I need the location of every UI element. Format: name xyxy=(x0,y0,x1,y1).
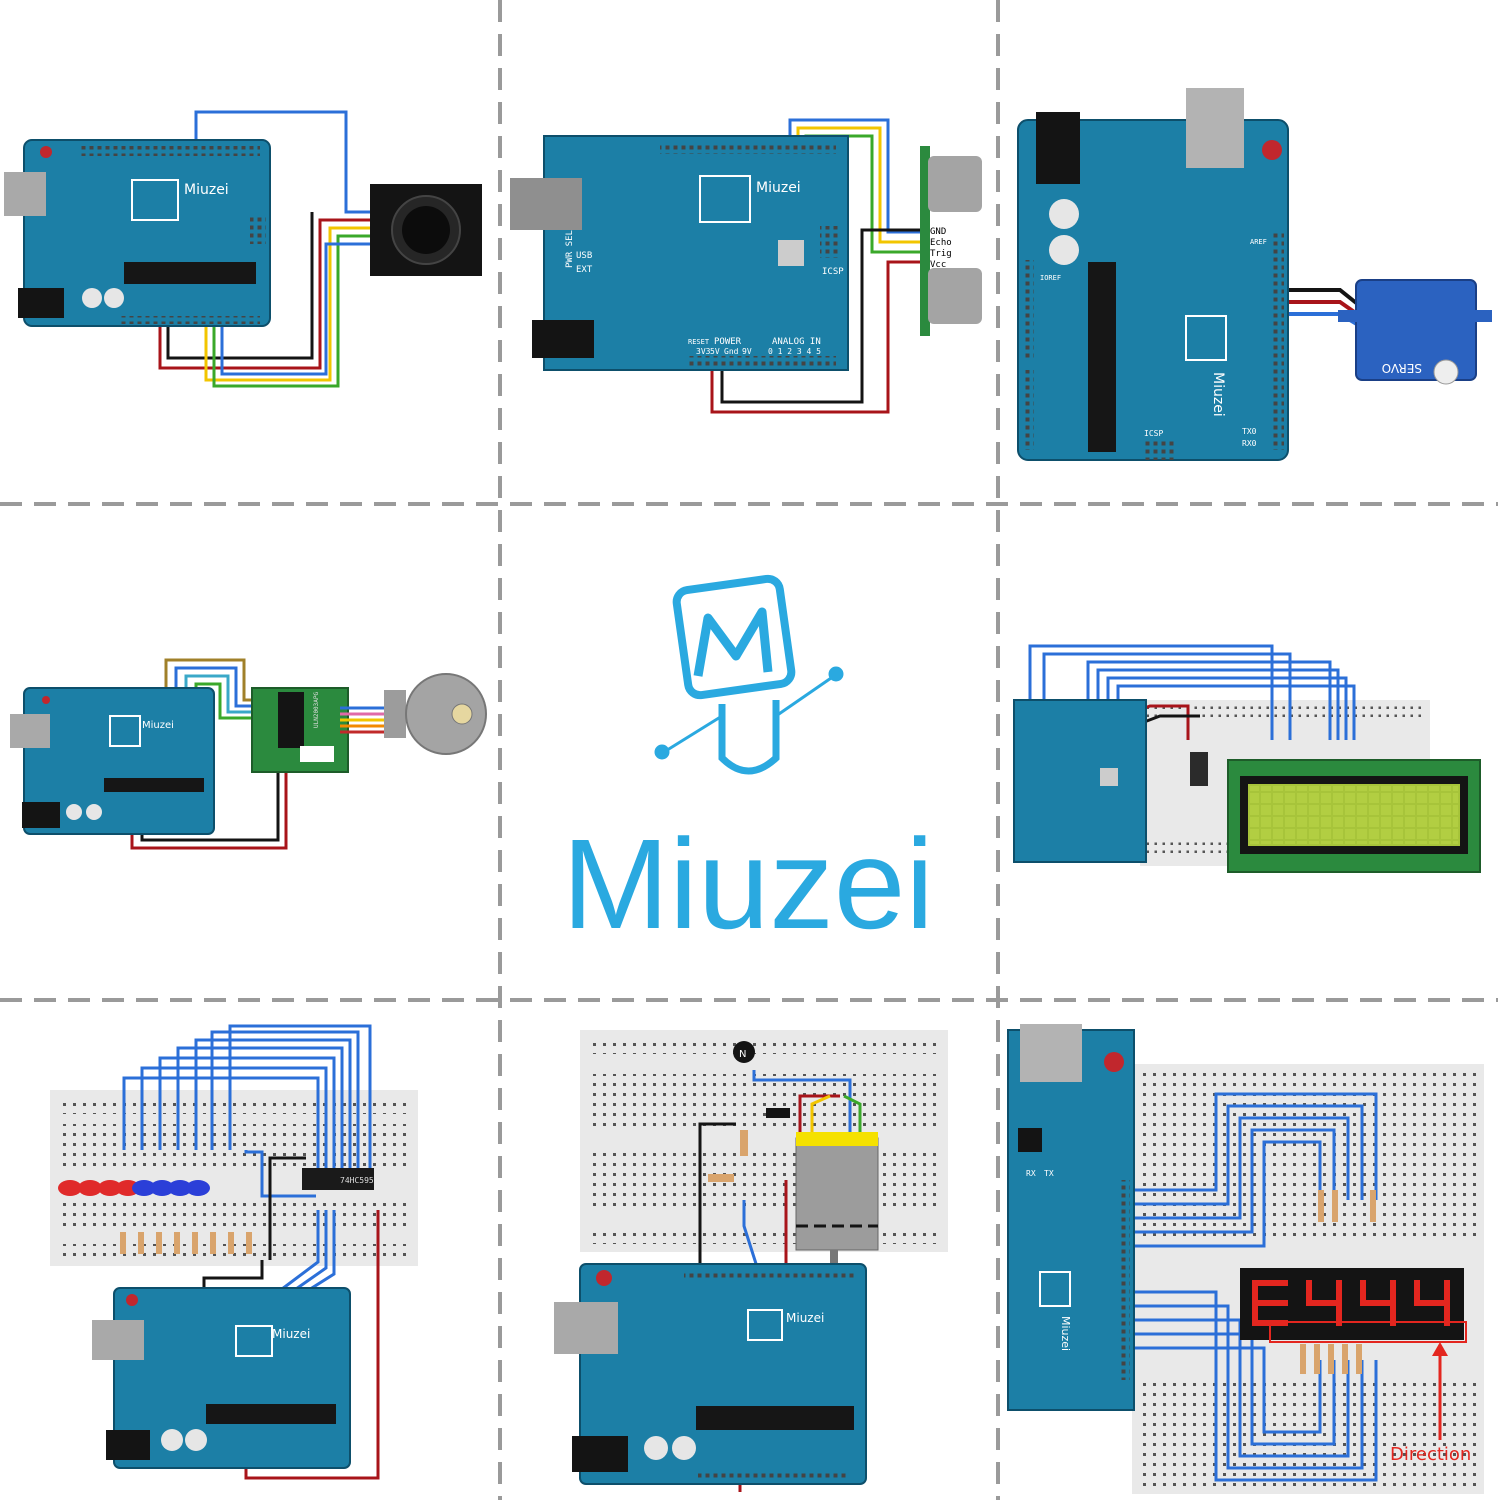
analog-pins-label: 0 1 2 3 4 5 xyxy=(768,347,821,356)
chip-label: 74HC595 xyxy=(340,1176,374,1185)
pin-5v-label: 5V xyxy=(710,347,720,356)
power-jack xyxy=(572,1436,628,1472)
reset-button xyxy=(1262,140,1282,160)
arduino-board xyxy=(1013,699,1147,863)
stepper-motor xyxy=(405,673,487,755)
usb-port xyxy=(1186,88,1244,168)
potentiometer xyxy=(1190,752,1208,786)
usb-port xyxy=(510,178,582,230)
power-label: POWER xyxy=(714,337,742,347)
power-jack xyxy=(106,1430,150,1460)
servo-motor xyxy=(1355,279,1477,381)
rx-label: RX xyxy=(1026,1169,1036,1178)
board-brand: Miuzei xyxy=(142,720,174,731)
driver-chip-label: ULN2003APG xyxy=(313,691,320,728)
seven-segment-digits xyxy=(1252,1280,1450,1326)
pin-trig-label: Trig xyxy=(930,249,952,259)
ultrasonic-transducer xyxy=(928,156,982,212)
shift-register-chip xyxy=(302,1168,374,1190)
panel-shift-register: 74HC595 Miuzei xyxy=(50,1024,418,1480)
resistor xyxy=(740,1130,748,1156)
joystick-knob xyxy=(402,206,450,254)
pin-3v3-label: 3V3 xyxy=(696,347,711,356)
panel-dc-motor: N Miuzei xyxy=(554,1030,948,1492)
transistor-label: N xyxy=(739,1049,746,1060)
breadboard xyxy=(580,1030,948,1252)
direction-label: Direction xyxy=(1390,1444,1471,1465)
pin-9v-label: 9V xyxy=(742,347,752,356)
brand-logo-text: Miuzei xyxy=(562,813,934,956)
usb-port xyxy=(1020,1024,1082,1082)
board-brand: Miuzei xyxy=(272,1327,310,1341)
brand-mascot-icon xyxy=(654,574,844,775)
pin-gnd-label: Gnd xyxy=(724,347,739,356)
panel-ultrasonic: Miuzei PWR SEL USB EXT POWER ANALOG IN 3… xyxy=(510,118,982,414)
usb-label: USB xyxy=(576,251,592,261)
pin-echo-label: Echo xyxy=(930,238,952,248)
panel-stepper: Miuzei ULN2003APG xyxy=(10,658,487,850)
servo-label: SERVO xyxy=(1382,361,1422,375)
panel-joystick: Miuzei xyxy=(4,110,482,388)
power-jack xyxy=(22,802,60,828)
resistor xyxy=(708,1174,734,1182)
usb-port xyxy=(10,714,50,748)
diode xyxy=(766,1108,790,1118)
dc-motor-body xyxy=(795,1137,879,1251)
power-jack xyxy=(18,288,64,318)
power-jack xyxy=(532,320,594,358)
tx-label: TX xyxy=(1044,1169,1054,1178)
pin-gnd-label: GND xyxy=(930,227,946,237)
analog-label: ANALOG IN xyxy=(772,337,821,347)
ext-label: EXT xyxy=(576,265,593,275)
aref-label: AREF xyxy=(1250,238,1267,246)
pin-vcc-label: Vcc xyxy=(930,260,946,270)
board-brand: Miuzei xyxy=(184,182,229,198)
panel-seven-segment: Miuzei TX RX Direction xyxy=(1007,1024,1484,1494)
direction-highlight xyxy=(1269,1321,1467,1343)
arduino-board xyxy=(1007,1029,1135,1411)
usb-port xyxy=(92,1320,144,1360)
arduino-board xyxy=(23,687,215,835)
servo-horn xyxy=(1433,359,1459,385)
panel-logo: Miuzei xyxy=(562,574,934,956)
usb-port xyxy=(554,1302,618,1354)
panel-lcd xyxy=(1013,644,1481,873)
board-brand: Miuzei xyxy=(1210,372,1226,417)
reset-label: RESET xyxy=(688,338,710,346)
led-row xyxy=(58,1180,210,1196)
icsp-label: ICSP xyxy=(822,267,844,277)
usb-port xyxy=(4,172,46,216)
icsp-label: ICSP xyxy=(1144,429,1163,438)
reset-button xyxy=(40,146,52,158)
board-brand: Miuzei xyxy=(756,180,801,196)
ultrasonic-sensor xyxy=(920,146,930,336)
tx0-label: TX0 xyxy=(1242,427,1257,436)
transistor xyxy=(733,1041,755,1063)
board-brand: Miuzei xyxy=(1059,1316,1072,1351)
ultrasonic-transducer xyxy=(928,268,982,324)
resistor-row xyxy=(120,1232,252,1254)
rx0-label: RX0 xyxy=(1242,439,1257,448)
ioref-label: IOREF xyxy=(1040,274,1061,282)
board-brand: Miuzei xyxy=(786,1311,824,1325)
power-jack xyxy=(1036,112,1080,184)
panel-servo: Miuzei IOREF TX0 RX0 AREF ICSP SERVO xyxy=(1017,88,1492,461)
pwr-sel-label: PWR SEL xyxy=(565,230,575,268)
resistor-stack xyxy=(1300,1190,1376,1374)
